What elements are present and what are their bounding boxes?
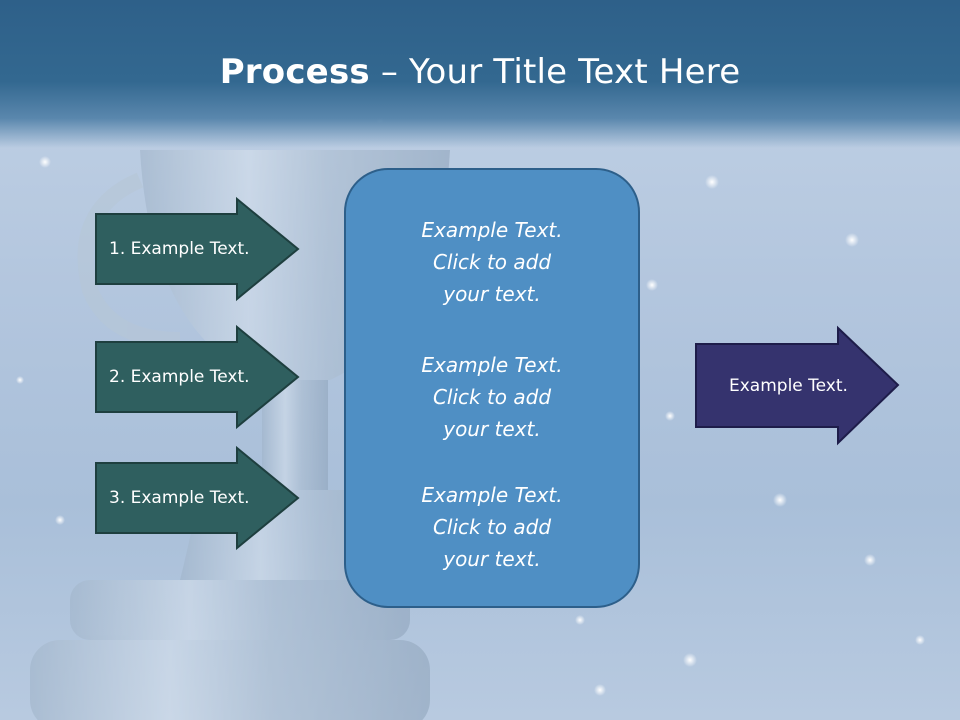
panel-line: your text.: [443, 282, 541, 306]
right-arrow[interactable]: Example Text.: [695, 325, 900, 446]
left-arrow-label: 1. Example Text.: [109, 239, 250, 259]
arrow-shape: [95, 196, 300, 302]
panel-line: Example Text.: [421, 218, 563, 242]
left-arrow-label: 2. Example Text.: [109, 367, 250, 387]
center-text-panel[interactable]: Example Text. Click to add your text. Ex…: [344, 168, 640, 608]
arrow-shape: [95, 445, 300, 551]
panel-line: Click to add: [432, 250, 552, 274]
panel-line: your text.: [443, 417, 541, 441]
left-arrow-label: 3. Example Text.: [109, 488, 250, 508]
arrow-shape: [695, 325, 900, 446]
panel-line: Click to add: [432, 515, 552, 539]
left-arrow-1[interactable]: 1. Example Text.: [95, 196, 300, 302]
slide-title-rest: – Your Title Text Here: [369, 52, 741, 92]
title-band: [0, 0, 960, 148]
slide-title-bold: Process: [219, 52, 370, 92]
panel-text-block-1[interactable]: Example Text. Click to add your text.: [346, 214, 638, 310]
left-arrow-3[interactable]: 3. Example Text.: [95, 445, 300, 551]
left-arrow-2[interactable]: 2. Example Text.: [95, 324, 300, 430]
panel-line: Example Text.: [421, 353, 563, 377]
panel-line: Example Text.: [421, 483, 563, 507]
arrow-shape: [95, 324, 300, 430]
panel-line: Click to add: [432, 385, 552, 409]
slide-title[interactable]: Process – Your Title Text Here: [0, 52, 960, 92]
panel-text-block-2[interactable]: Example Text. Click to add your text.: [346, 349, 638, 445]
panel-text-block-3[interactable]: Example Text. Click to add your text.: [346, 479, 638, 575]
panel-line: your text.: [443, 547, 541, 571]
right-arrow-label: Example Text.: [729, 375, 848, 396]
